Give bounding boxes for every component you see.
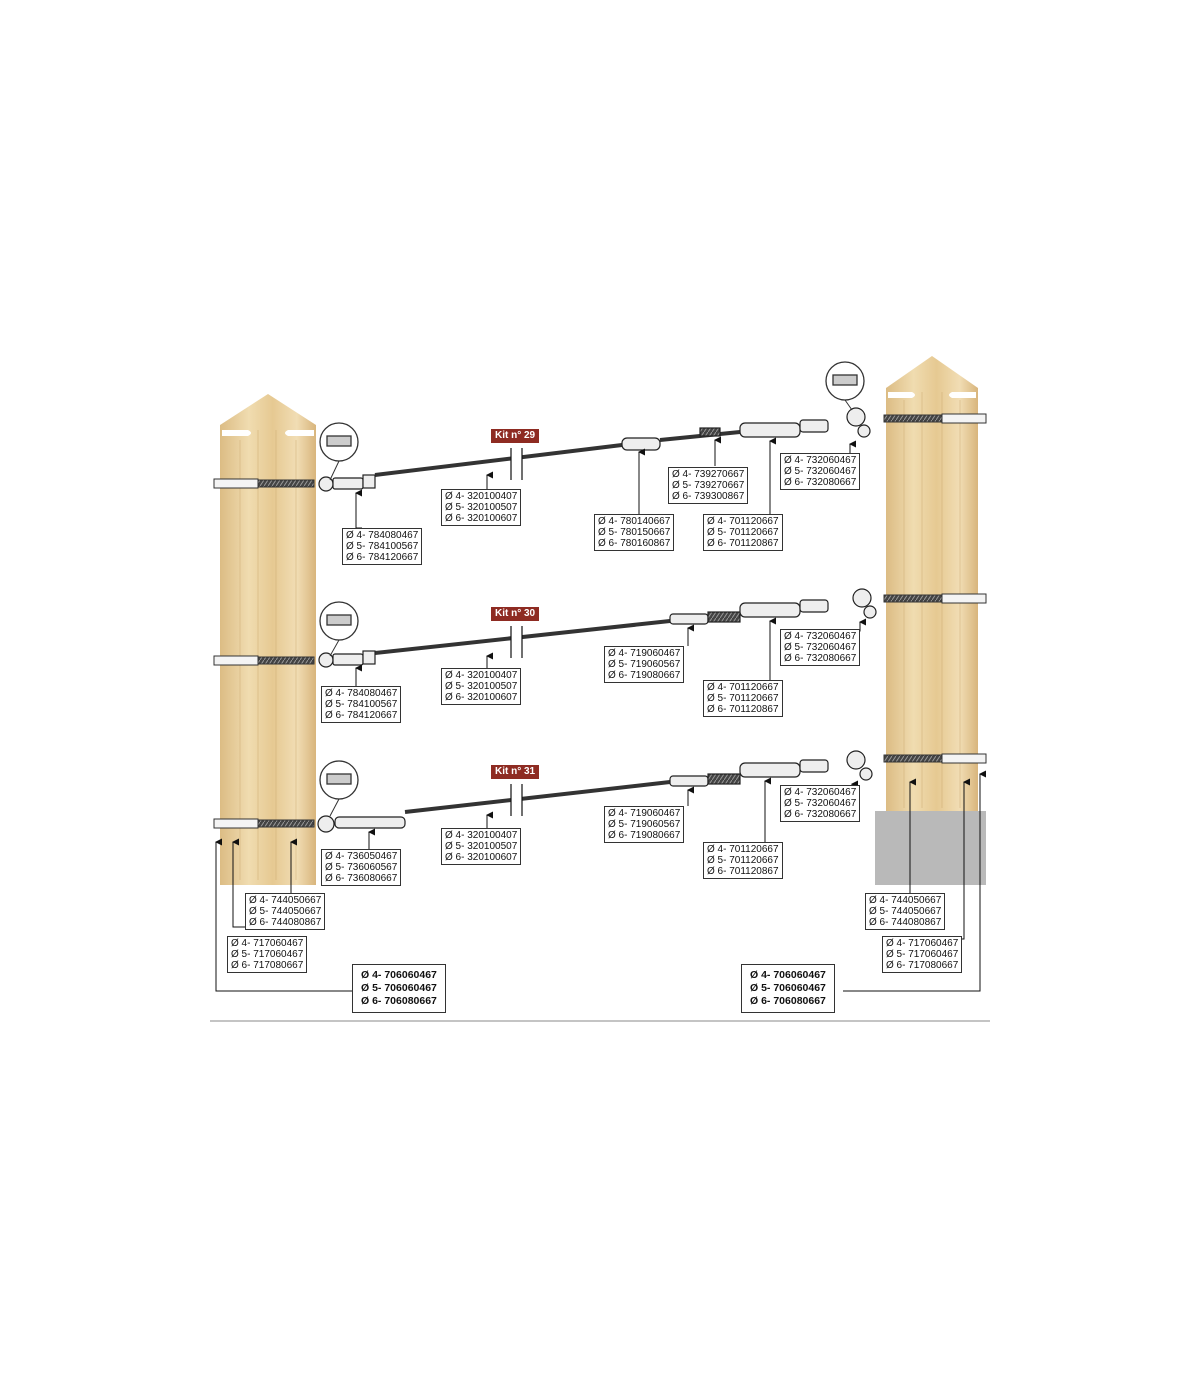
cable-breaks — [510, 448, 523, 816]
left-fittings — [317, 474, 406, 833]
post-bolts — [213, 413, 987, 829]
kit-badge-29: Kit n° 29 — [491, 429, 540, 443]
left-post — [220, 394, 316, 885]
right-fittings — [621, 407, 877, 787]
detail-loupes — [319, 361, 865, 817]
kit-badge-31: Kit n° 31 — [491, 765, 540, 779]
right-post — [886, 356, 978, 811]
kit-badge-30: Kit n° 30 — [491, 607, 540, 621]
ground-block — [875, 811, 986, 885]
